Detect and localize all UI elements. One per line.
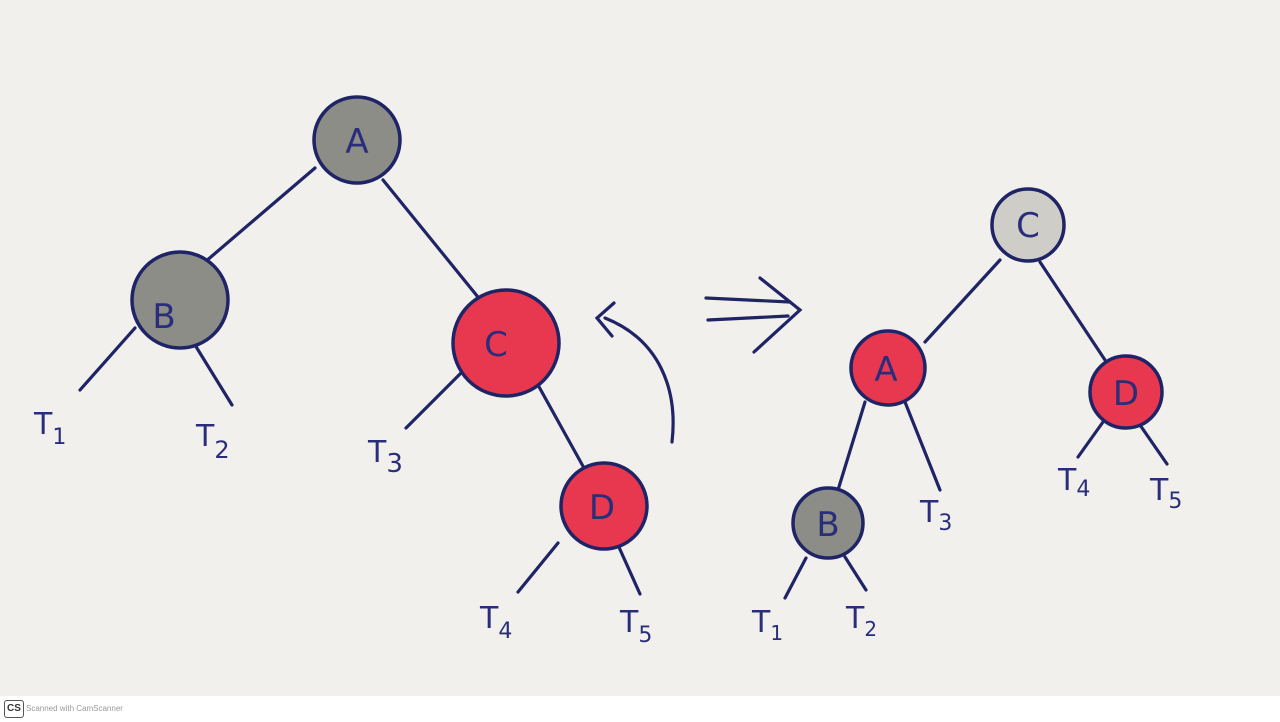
double-arrow-head [752,276,803,354]
node-c: C [451,288,561,398]
after-edge-c-a [923,258,1002,344]
after-edge-b-t1 [783,556,808,600]
after-leaf-t4: T4 [1057,463,1090,502]
after-edge-a-b [836,400,867,492]
node-a-label: A [345,122,368,162]
after-leaf-t5: T5 [1149,473,1182,514]
edge-c-t3 [404,370,464,430]
after-node-b-circle [791,486,865,560]
after-leaf-t1: T1 [751,605,783,645]
curved-arrow-icon [594,301,675,444]
node-d-label: D [589,488,615,528]
after-node-c-label: C [1016,206,1040,246]
after-leaf-t2: T2 [845,601,877,641]
after-edge-a-t3 [903,400,942,492]
after-node-c-circle [990,187,1066,263]
edge-a-b [203,166,317,264]
curved-arrow-head [594,301,616,338]
after-node-c: C [990,187,1066,263]
after-edge-d-t4 [1076,420,1105,459]
after-edge-c-d [1038,260,1107,362]
node-b: B [130,250,230,350]
edge-d-t4 [516,541,560,594]
double-arrow-line-bottom [706,314,790,322]
scanner-footer: CS Scanned with CamScanner [0,696,1280,722]
node-c-label: C [484,325,508,365]
leaf-t3: T3 [367,435,403,479]
node-b-circle [130,250,230,350]
scanner-watermark-text: Scanned with CamScanner [26,704,123,713]
after-edge-b-t2 [843,555,868,592]
node-c-circle [451,288,561,398]
double-arrow-icon [704,276,803,354]
after-node-b: B [791,486,865,560]
edge-b-t1 [78,326,137,392]
after-node-a: A [849,329,927,407]
after-node-d-circle [1088,354,1164,430]
node-b-label: B [152,297,175,337]
node-a-circle [312,95,402,185]
edge-b-t2 [193,343,234,407]
after-leaf-t3: T3 [919,495,952,536]
after-node-a-circle [849,329,927,407]
after-node-b-label: B [816,505,839,545]
edge-d-t5 [616,543,642,596]
after-node-a-label: A [874,350,897,390]
node-d-circle [559,461,649,551]
double-arrow-line-top [704,296,792,304]
leaf-t5: T5 [619,605,652,648]
after-edge-d-t5 [1138,423,1169,466]
edge-c-d [536,383,586,470]
after-node-d: D [1088,354,1164,430]
after-tree: C A D B T3 T4 T5 T1 T2 [751,187,1182,645]
curved-arrow-shaft [603,316,675,444]
leaf-t4: T4 [479,601,512,644]
after-node-d-label: D [1113,374,1139,414]
camscanner-logo: CS [4,700,24,718]
node-d: D [559,461,649,551]
node-a: A [312,95,402,185]
leaf-t1: T1 [33,407,66,450]
edge-a-c [381,178,484,304]
before-tree: A B C D T1 T2 T3 T4 T5 [33,95,652,648]
rotation-diagram: A B C D T1 T2 T3 T4 T5 [33,95,1182,648]
leaf-t2: T2 [195,419,230,464]
